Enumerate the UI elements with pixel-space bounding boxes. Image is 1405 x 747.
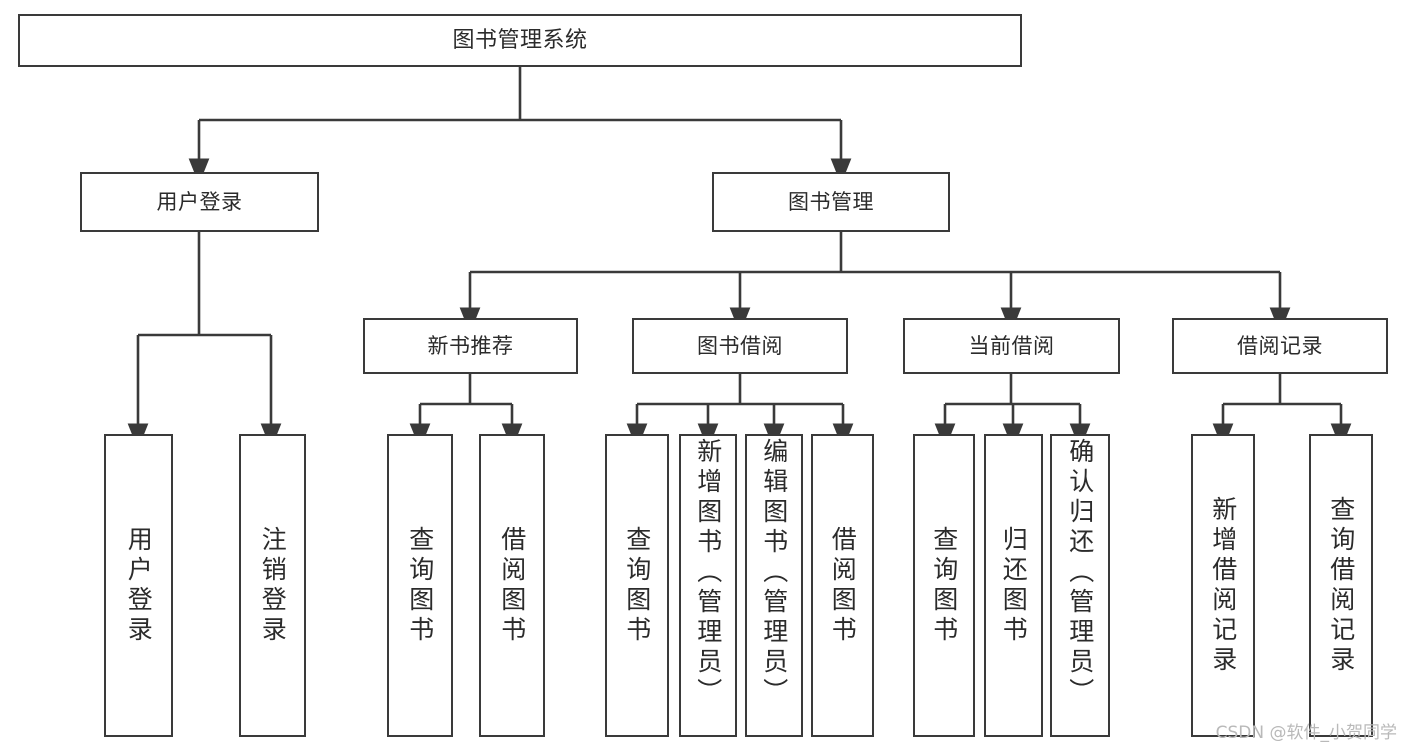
- node-label: 借阅图书: [828, 525, 858, 646]
- node-label: 用户登录: [156, 189, 243, 214]
- node-label: 查询图书: [622, 525, 652, 646]
- node-book-borrow[interactable]: 图书借阅: [632, 318, 848, 374]
- node-label: 图书借阅: [697, 333, 783, 358]
- node-label: 借阅图书: [497, 525, 527, 646]
- node-book-management[interactable]: 图书管理: [712, 172, 950, 232]
- node-current-borrow[interactable]: 当前借阅: [903, 318, 1120, 374]
- node-leaf-add-borrow-record[interactable]: 新增借阅记录: [1191, 434, 1255, 737]
- node-label: 图书管理: [788, 189, 874, 214]
- node-label: 当前借阅: [968, 333, 1055, 358]
- node-label: 查询图书: [405, 525, 435, 646]
- node-leaf-confirm-return-admin[interactable]: 确认归还（管理员）: [1050, 434, 1110, 737]
- node-label: 归还图书: [999, 525, 1029, 646]
- node-leaf-add-book-admin[interactable]: 新增图书（管理员）: [679, 434, 737, 737]
- node-leaf-user-login[interactable]: 用户登录: [104, 434, 173, 737]
- node-leaf-query-book-recommend[interactable]: 查询图书: [387, 434, 453, 737]
- node-leaf-borrow-book[interactable]: 借阅图书: [811, 434, 874, 737]
- node-leaf-query-borrow-record[interactable]: 查询借阅记录: [1309, 434, 1373, 737]
- node-label: 新增借阅记录: [1208, 495, 1238, 676]
- node-label: 注销登录: [258, 525, 288, 646]
- csdn-watermark: CSDN @软件_小贺同学: [1215, 723, 1397, 743]
- node-leaf-query-book-borrow[interactable]: 查询图书: [605, 434, 669, 737]
- node-leaf-borrow-book-recommend[interactable]: 借阅图书: [479, 434, 545, 737]
- node-new-book-recommend[interactable]: 新书推荐: [363, 318, 578, 374]
- node-label: 查询借阅记录: [1326, 495, 1356, 676]
- node-label: 编辑图书（管理员）: [759, 438, 789, 708]
- node-label: 用户登录: [124, 525, 154, 646]
- node-label: 图书管理系统: [452, 27, 588, 53]
- node-label: 新书推荐: [427, 333, 514, 358]
- node-label: 借阅记录: [1237, 333, 1323, 358]
- node-leaf-edit-book-admin[interactable]: 编辑图书（管理员）: [745, 434, 803, 737]
- node-leaf-query-book-current[interactable]: 查询图书: [913, 434, 975, 737]
- node-borrow-record[interactable]: 借阅记录: [1172, 318, 1388, 374]
- node-label: 确认归还（管理员）: [1065, 438, 1095, 708]
- node-label: 新增图书（管理员）: [693, 438, 723, 708]
- node-root-book-management-system[interactable]: 图书管理系统: [18, 14, 1022, 67]
- node-leaf-logout[interactable]: 注销登录: [239, 434, 306, 737]
- node-leaf-return-book[interactable]: 归还图书: [984, 434, 1043, 737]
- node-label: 查询图书: [929, 525, 959, 646]
- node-user-login[interactable]: 用户登录: [80, 172, 319, 232]
